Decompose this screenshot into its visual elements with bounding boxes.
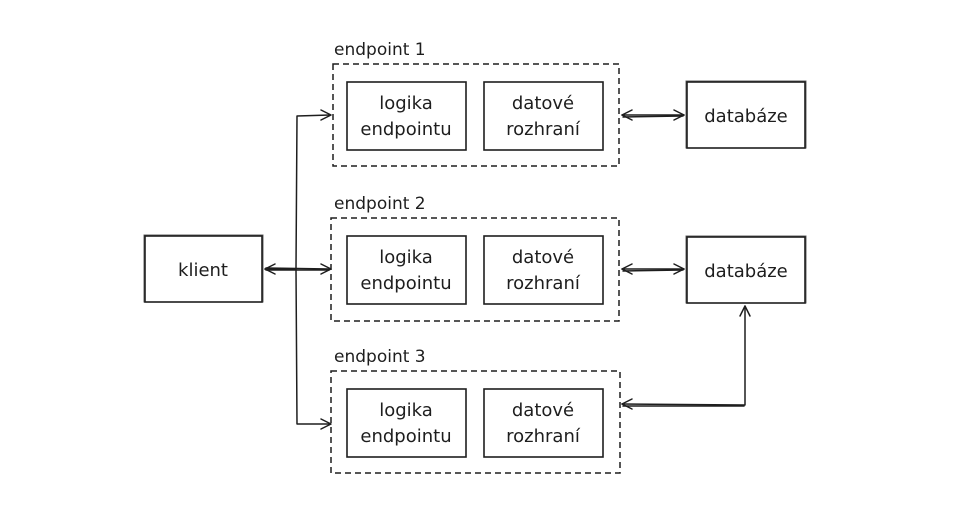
- endpoint-1-group: endpoint 1 logika endpointu datové rozhr…: [332, 40, 620, 167]
- endpoint-3-data-interface-box: datové rozhraní: [483, 388, 604, 458]
- endpoint-1-logic-line-2: endpointu: [360, 119, 451, 140]
- database-1-node: databáze: [685, 80, 807, 149]
- endpoint-3-logic-line-2: endpointu: [360, 426, 451, 447]
- endpoint-2-data-interface-box: datové rozhraní: [483, 235, 604, 305]
- endpoint-2-title: endpoint 2: [334, 194, 426, 214]
- endpoint-2-logic-box: logika endpointu: [346, 235, 467, 305]
- endpoint-1-logic-box: logika endpointu: [346, 81, 467, 151]
- endpoint-2-group: endpoint 2 logika endpointu datové rozhr…: [330, 194, 620, 322]
- endpoint-3-data-line-1: datové: [512, 400, 574, 421]
- connector-endpoint-2-database-2: [621, 263, 685, 275]
- endpoint-1-data-line-1: datové: [512, 93, 574, 114]
- endpoint-2-logic-line-2: endpointu: [360, 273, 451, 294]
- database-1-label: databáze: [704, 106, 788, 127]
- connector-client-endpoint-3: [295, 268, 332, 430]
- endpoint-1-data-interface-box: datové rozhraní: [483, 81, 604, 151]
- connector-client-endpoint-2: [264, 263, 332, 275]
- endpoint-3-title: endpoint 3: [334, 347, 426, 367]
- endpoint-1-data-line-2: rozhraní: [506, 119, 581, 140]
- endpoint-3-group: endpoint 3 logika endpointu datové rozhr…: [330, 347, 621, 474]
- endpoint-3-logic-box: logika endpointu: [346, 388, 467, 458]
- client-label: klient: [178, 260, 228, 281]
- database-2-node: databáze: [685, 235, 807, 304]
- endpoint-1-logic-line-1: logika: [379, 93, 433, 114]
- endpoint-2-logic-line-1: logika: [379, 247, 433, 268]
- endpoint-2-data-line-2: rozhraní: [506, 273, 581, 294]
- connector-endpoint-3-database-2: [621, 305, 751, 410]
- endpoint-3-data-line-2: rozhraní: [506, 426, 581, 447]
- client-node: klient: [143, 234, 264, 303]
- database-2-label: databáze: [704, 261, 788, 282]
- connector-endpoint-1-database-1: [621, 109, 685, 121]
- endpoint-2-data-line-1: datové: [512, 247, 574, 268]
- endpoint-3-logic-line-1: logika: [379, 400, 433, 421]
- connector-client-endpoint-1: [264, 109, 332, 270]
- endpoint-1-title: endpoint 1: [334, 40, 426, 60]
